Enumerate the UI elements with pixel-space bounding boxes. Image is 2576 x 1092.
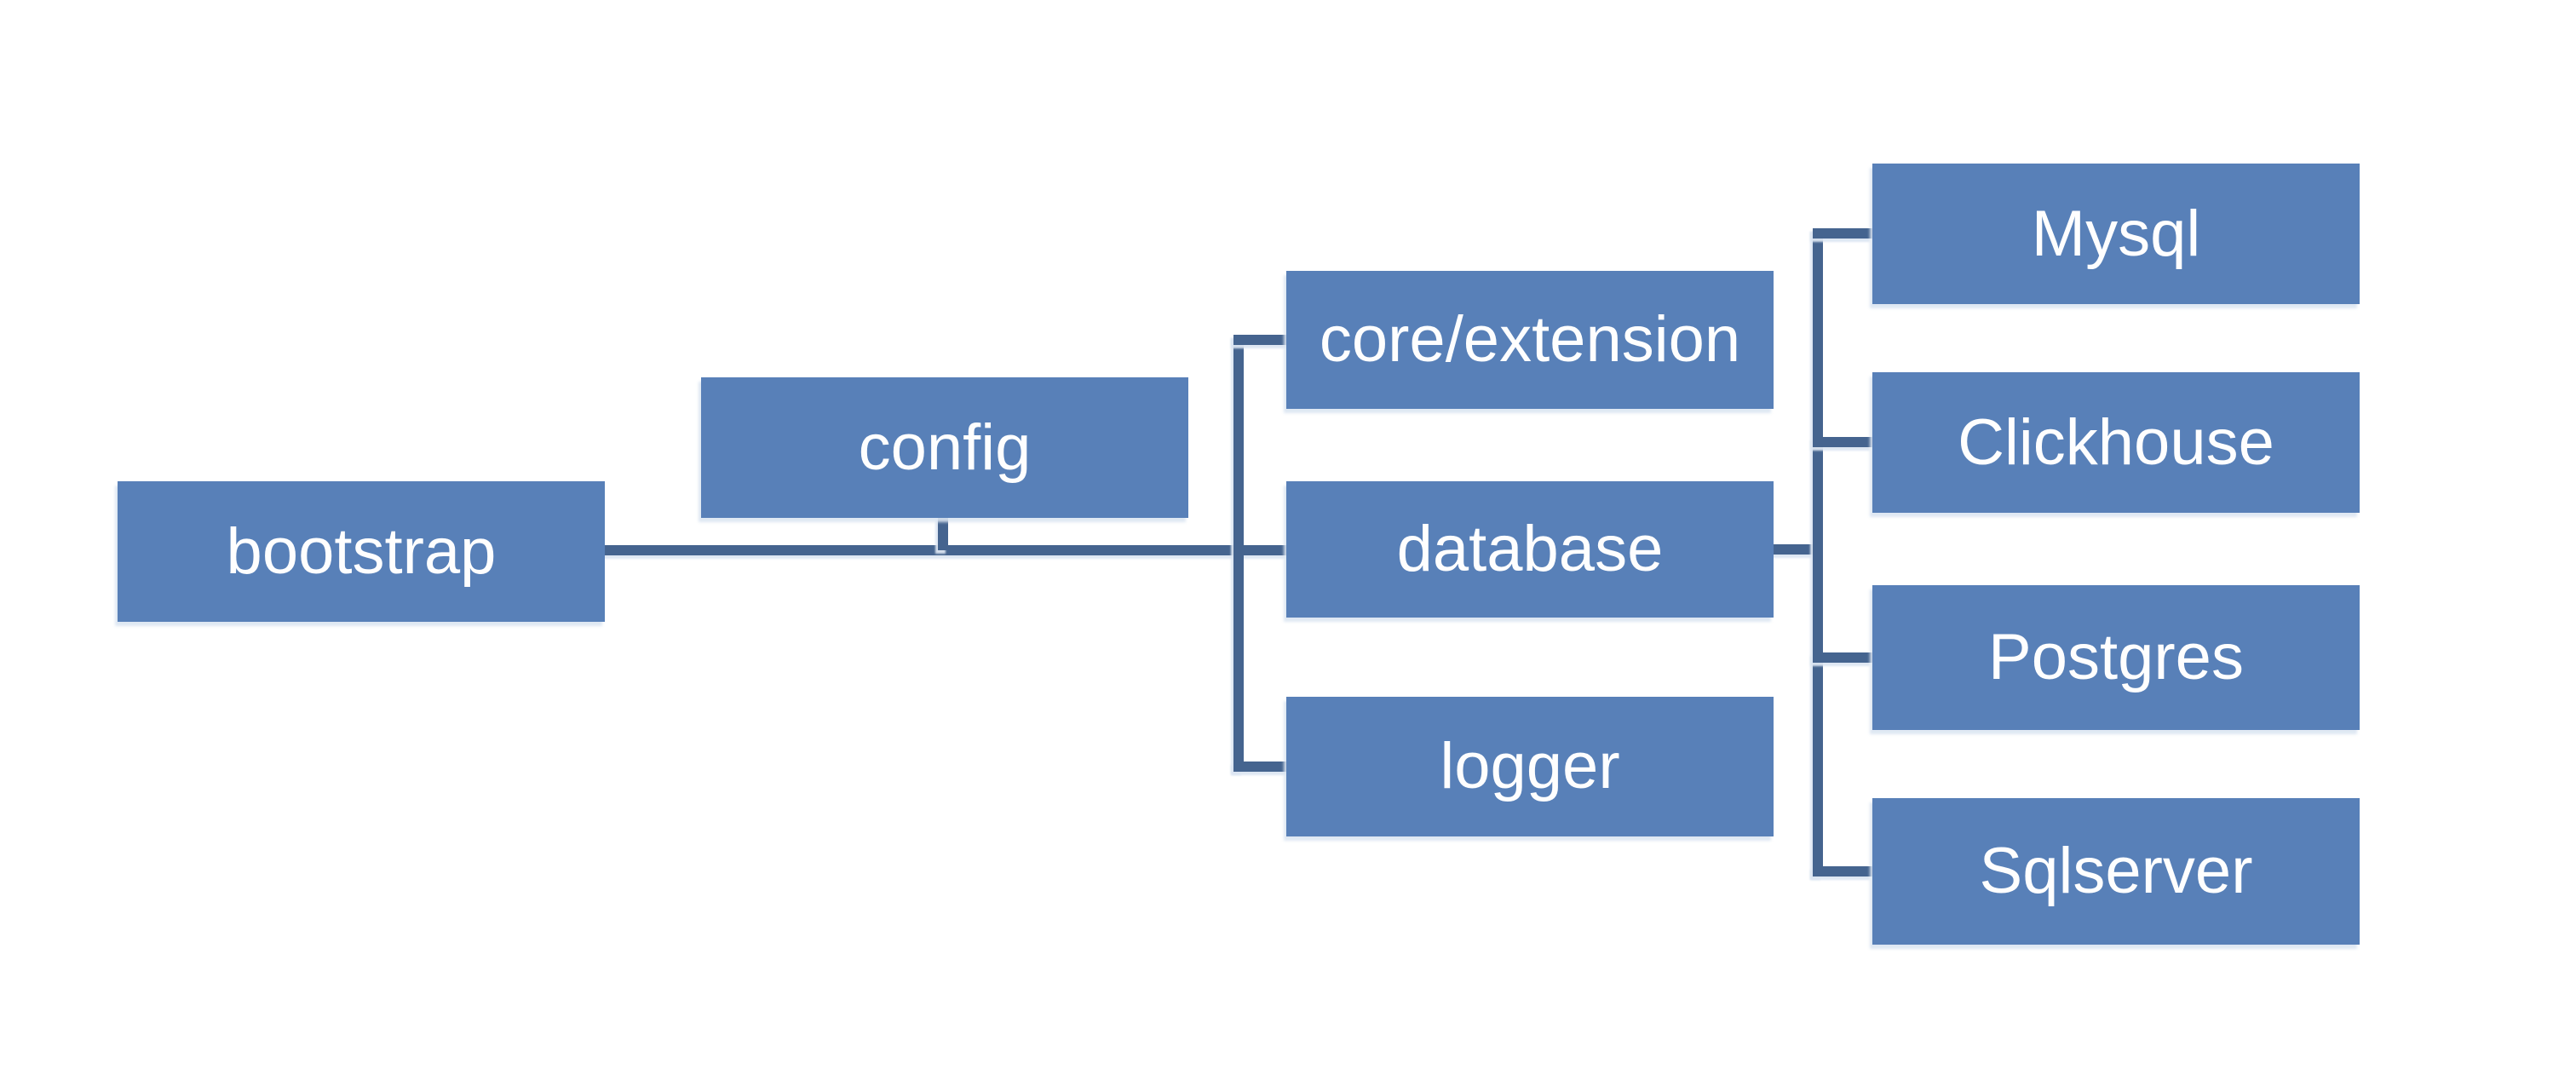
connector-stub-mysql bbox=[1813, 228, 1872, 239]
node-mysql: Mysql bbox=[1872, 164, 2360, 304]
connector-trunk bbox=[601, 545, 1288, 555]
node-config-label: config bbox=[858, 411, 1032, 484]
connector-stub-core-extension bbox=[1233, 335, 1290, 345]
connector-database-right-stub bbox=[1774, 544, 1818, 555]
node-bootstrap-label: bootstrap bbox=[226, 514, 497, 588]
node-postgres: Postgres bbox=[1872, 585, 2360, 730]
node-core-extension-label: core/extension bbox=[1319, 303, 1741, 376]
connector-right-bracket-vertical bbox=[1813, 228, 1823, 876]
node-bootstrap: bootstrap bbox=[118, 481, 605, 622]
node-mysql-label: Mysql bbox=[2031, 197, 2201, 270]
connector-stub-postgres bbox=[1813, 652, 1872, 663]
connector-left-bracket-vertical bbox=[1233, 335, 1244, 772]
connector-stub-sqlserver bbox=[1813, 866, 1872, 876]
node-logger-label: logger bbox=[1440, 730, 1620, 802]
node-clickhouse: Clickhouse bbox=[1872, 372, 2360, 513]
connector-stub-logger bbox=[1233, 762, 1290, 772]
node-database: database bbox=[1286, 481, 1774, 618]
node-sqlserver-label: Sqlserver bbox=[1979, 835, 2253, 907]
node-postgres-label: Postgres bbox=[1988, 621, 2244, 693]
node-core-extension: core/extension bbox=[1286, 271, 1774, 409]
node-sqlserver: Sqlserver bbox=[1872, 798, 2360, 945]
node-clickhouse-label: Clickhouse bbox=[1958, 405, 2274, 479]
connector-config-stub bbox=[938, 516, 948, 550]
node-logger: logger bbox=[1286, 697, 1774, 836]
node-config: config bbox=[701, 377, 1188, 518]
node-database-label: database bbox=[1396, 513, 1664, 585]
connector-stub-clickhouse bbox=[1813, 437, 1872, 447]
